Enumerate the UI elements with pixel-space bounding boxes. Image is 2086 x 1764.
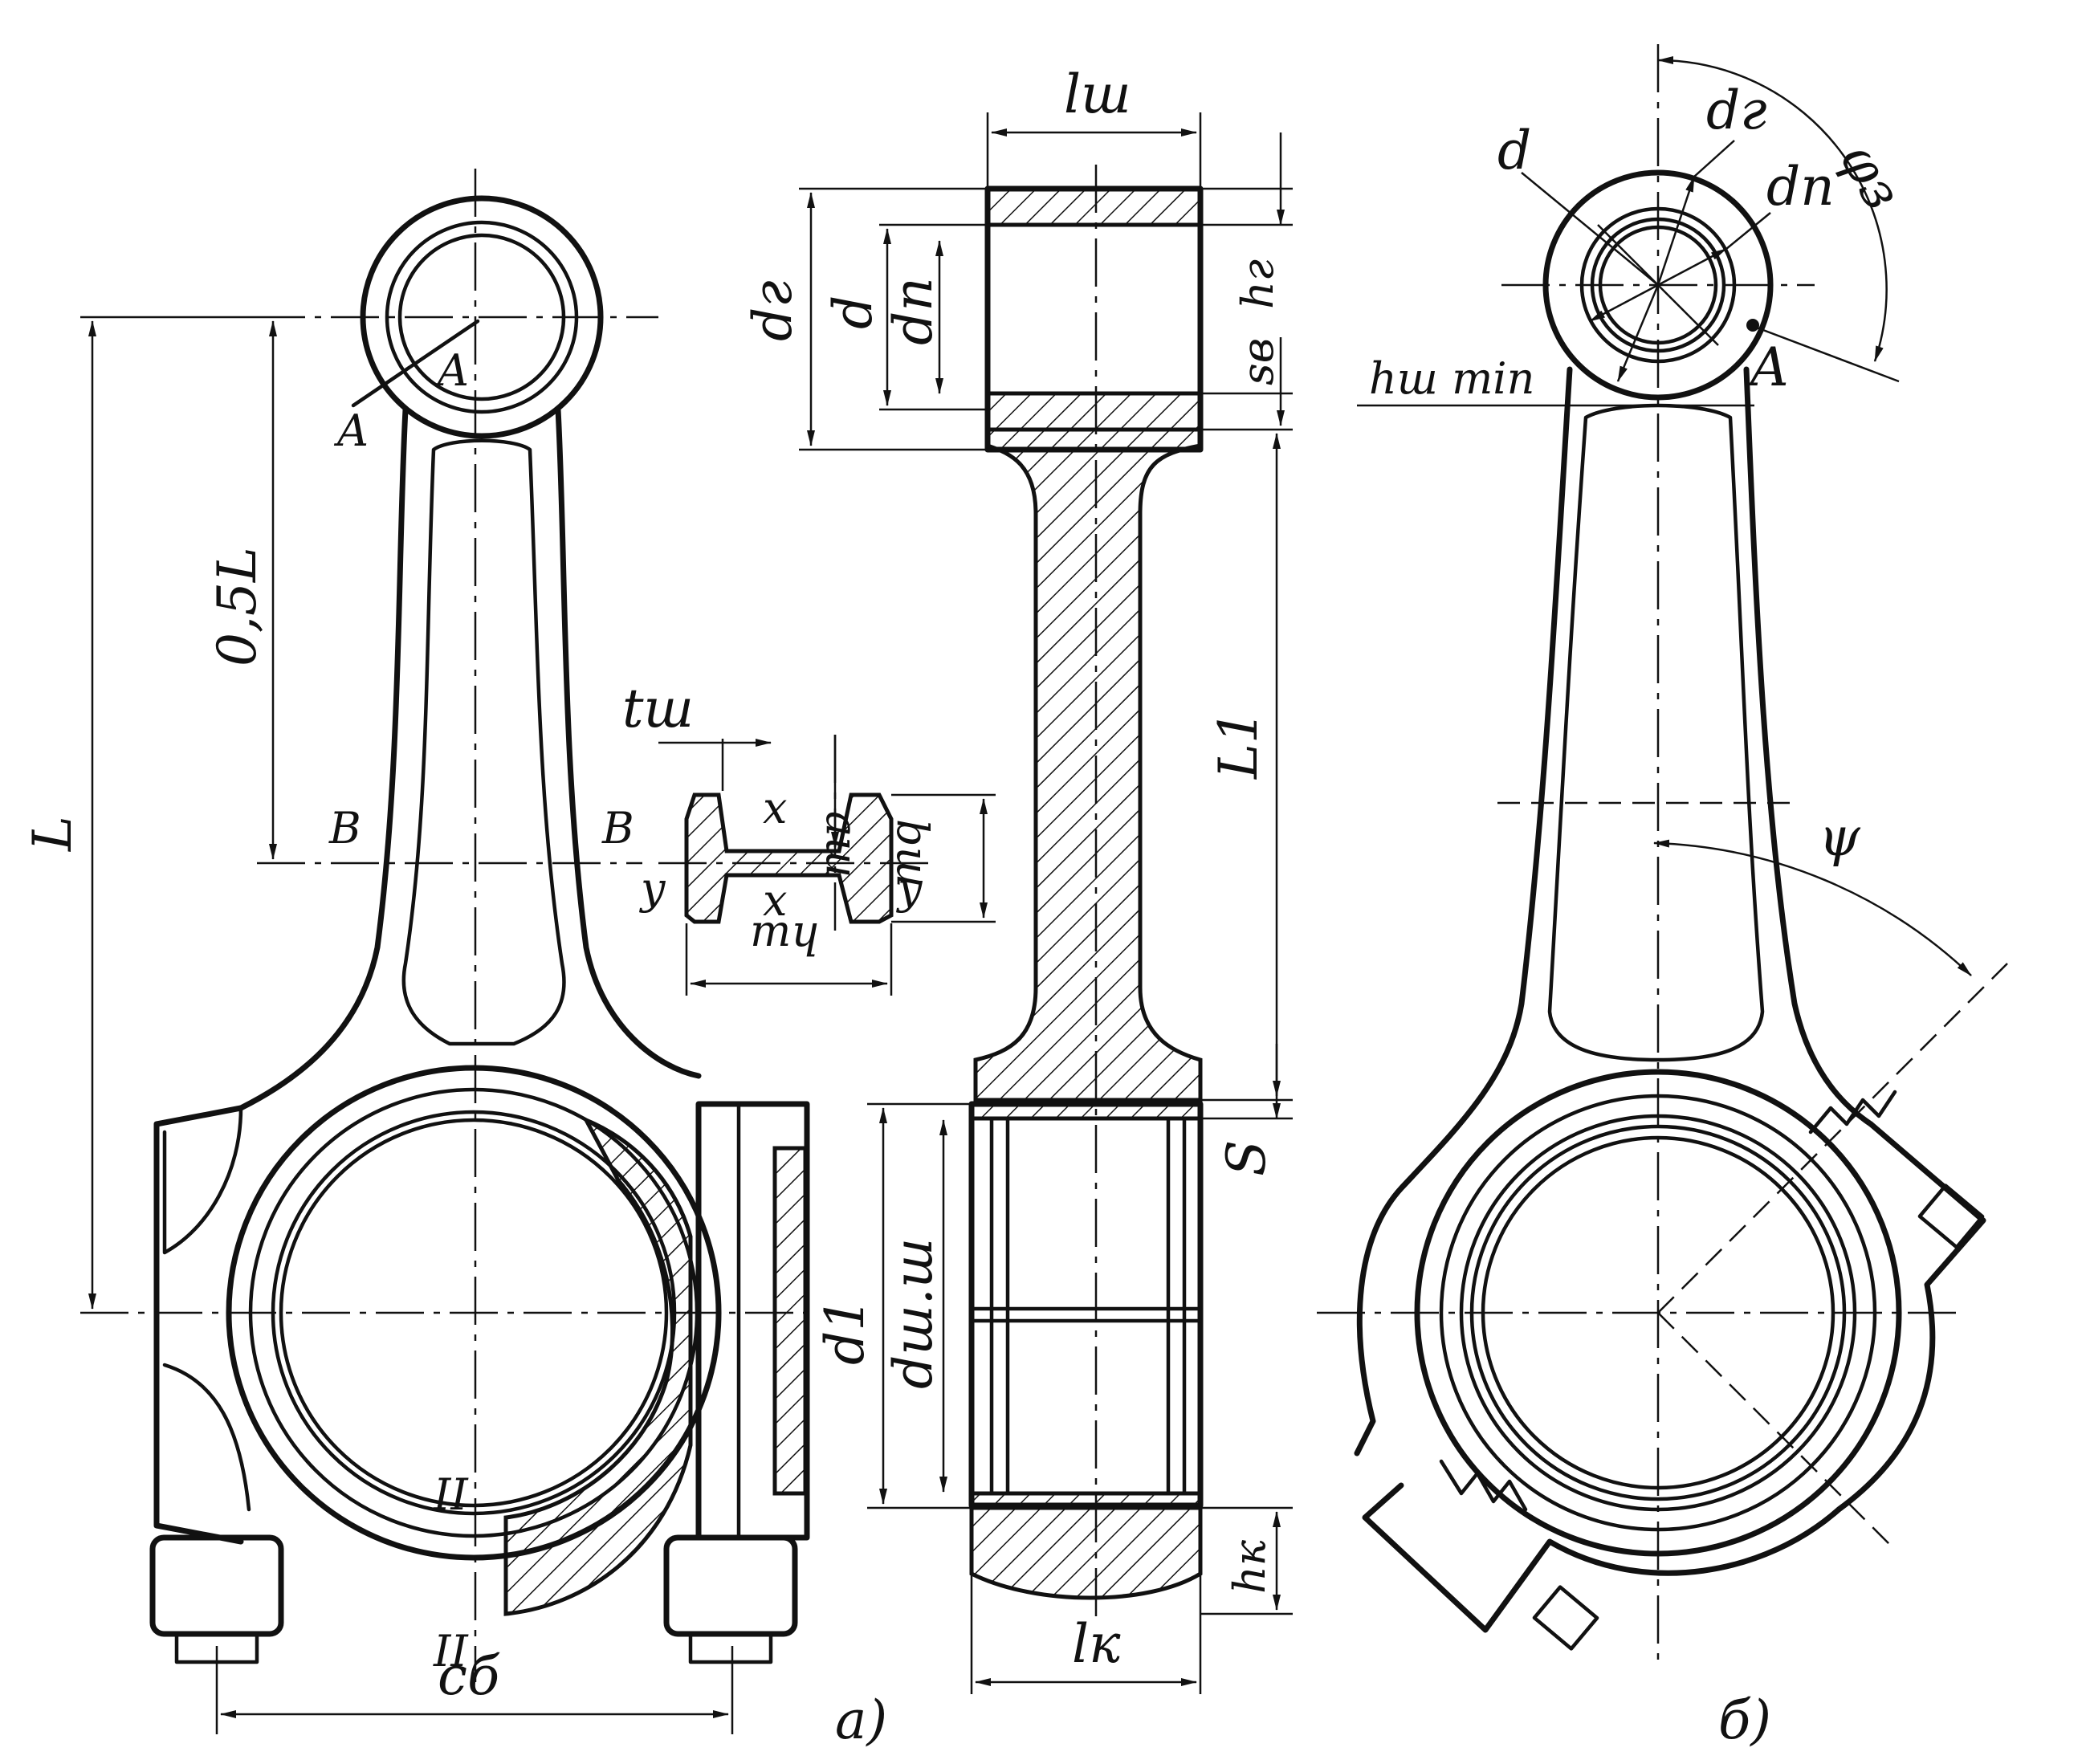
label-L: L (22, 816, 84, 852)
b-rod-outline (1354, 366, 1874, 1456)
label-hk: hк (1224, 1539, 1275, 1594)
b-rod-recess (1547, 403, 1765, 1062)
label-hsh: hш (750, 913, 819, 963)
b-split-serration-bottom (1439, 1459, 1528, 1512)
big-end-bore (279, 1118, 669, 1508)
label-A-1: A (333, 405, 369, 456)
small-end-bushing-top (985, 186, 1203, 227)
label-d: d (822, 295, 884, 329)
left-bolt-boss (153, 1105, 244, 1545)
label-x-top: x (763, 783, 787, 833)
label-dp-b: dп (1766, 156, 1835, 218)
rod-section (973, 427, 1203, 1102)
label-d-b: d (1497, 120, 1531, 181)
label-hg: hг (1232, 259, 1283, 309)
small-end-bushing-bottom (985, 391, 1203, 432)
label-dshsh: dш.ш (882, 1238, 944, 1389)
label-dp: dп (882, 277, 944, 345)
caption-b: б) (1718, 1689, 1771, 1751)
label-lsh: lш (1064, 63, 1131, 125)
big-end-cap-section (969, 1505, 1203, 1600)
caption-a: а) (835, 1689, 887, 1751)
label-B-right: B (601, 803, 634, 853)
label-dg: dг (742, 280, 804, 341)
right-bolt-end (688, 1632, 773, 1664)
b-cap (1362, 1121, 1986, 1633)
label-phi-z: φз (1827, 132, 1914, 221)
label-ash: aш (817, 811, 867, 878)
label-bsh: bш (887, 819, 938, 888)
label-x-bottom: x (763, 875, 787, 926)
left-nut (149, 1534, 284, 1637)
shank-recess (401, 438, 566, 1046)
big-end-section (503, 1115, 693, 1616)
label-psi: ψ (1819, 806, 1861, 868)
label-tsh: tш (622, 678, 694, 739)
label-B-left: B (328, 803, 361, 853)
label-A-2: A (434, 345, 469, 396)
label-II-top: II (433, 1469, 469, 1520)
right-nut (663, 1534, 798, 1637)
label-S: S (1216, 1140, 1277, 1176)
front-view: L 0,5L A A B B II II cб y y x x tш aш (22, 169, 996, 1734)
label-d1: d1 (814, 1298, 876, 1365)
label-L1: L1 (1208, 710, 1269, 780)
ibeam-section (684, 792, 894, 924)
side-section-view: lш dг d dп hг sв L1 S hк (742, 63, 1293, 1751)
view-b: d dг dп φз A hш min (1317, 44, 2008, 1751)
b-big-end-outer (1414, 1069, 1902, 1557)
label-y-right: y (896, 863, 923, 914)
b-split-serration-top (1808, 1090, 1897, 1135)
label-dg-b: dг (1706, 79, 1767, 141)
label-lk: lк (1072, 1613, 1121, 1675)
psi-arc (1653, 839, 1972, 976)
label-hsh-min: hш min (1369, 353, 1534, 404)
label-sv: sв (1232, 338, 1283, 385)
label-cb: cб (438, 1645, 500, 1707)
shank-outline (238, 406, 702, 1111)
phi-z-arc (1657, 56, 1888, 362)
label-A-b: A (1746, 336, 1789, 398)
left-boss-detail (162, 1106, 251, 1512)
label-half-L: 0,5L (206, 547, 268, 666)
label-II-bottom: II (433, 1626, 469, 1676)
label-y-left: y (639, 863, 666, 914)
